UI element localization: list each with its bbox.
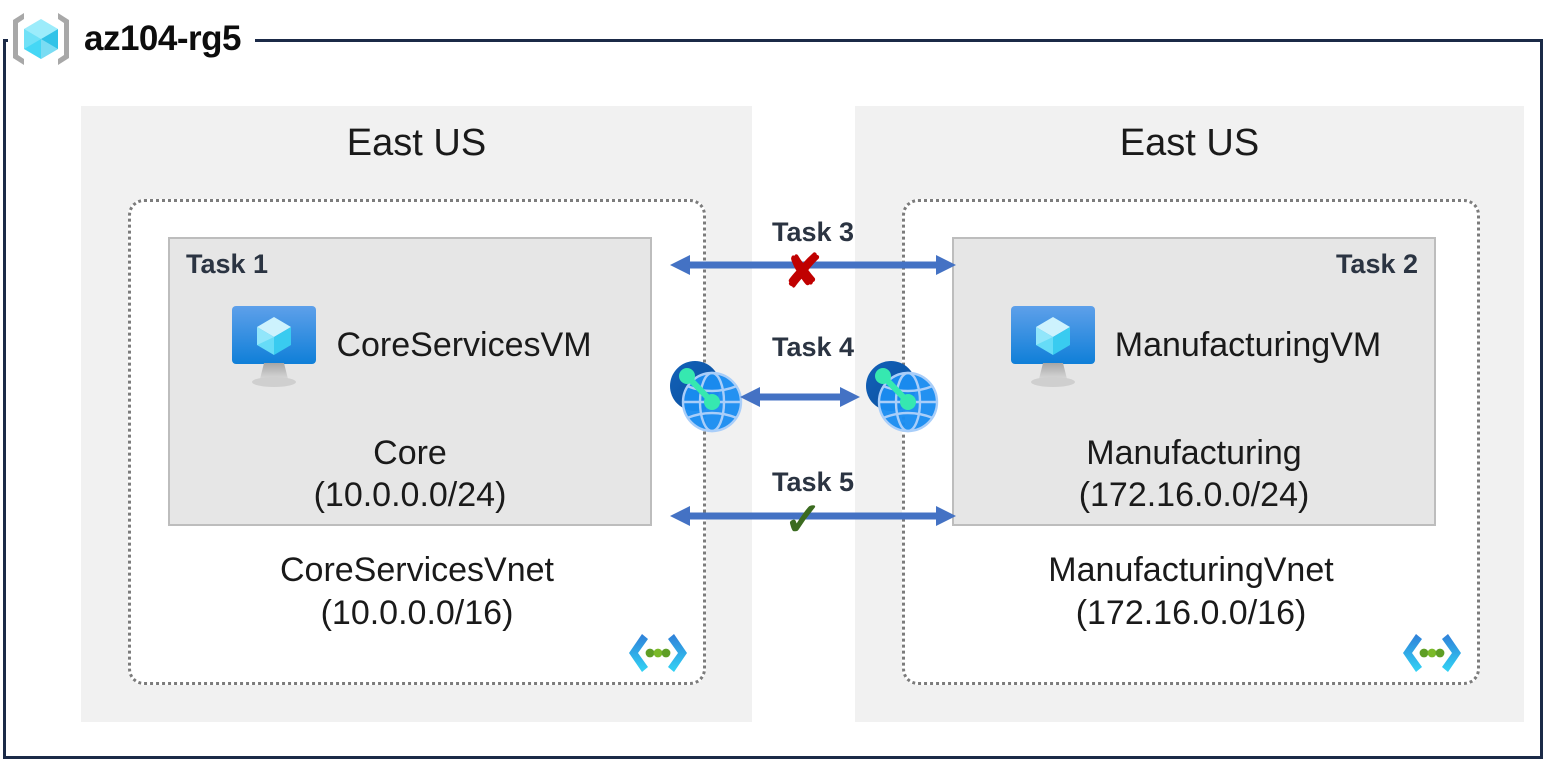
- task-label-3: Task 3: [771, 217, 855, 247]
- task-tag-2: Task 2: [1335, 249, 1418, 279]
- vnet-name-right-text: ManufacturingVnet: [1048, 551, 1334, 589]
- subnet-box-right: Task 2 ManufacturingVM Manufac: [952, 237, 1436, 526]
- vnet-cidr-right-text: (172.16.0.0/16): [1075, 593, 1307, 632]
- blocked-x-icon: ✘: [783, 245, 823, 297]
- virtual-machine-icon-right: [1010, 306, 1095, 387]
- region-label-left: East US: [346, 122, 487, 164]
- subnet-name-left: Core (10.0.0.0/24): [170, 433, 650, 516]
- connector-task-3: [670, 255, 956, 275]
- subnet-cidr-left-text: (10.0.0.0/24): [313, 475, 507, 514]
- vm-name-left: CoreServicesVM: [336, 325, 592, 364]
- resource-group-header: az104-rg5: [8, 0, 255, 78]
- vnet-peering-icon-left: [670, 361, 743, 433]
- vm-name-right: ManufacturingVM: [1114, 325, 1382, 364]
- subnet-box-left: Task 1 CoreServicesVM Core: [168, 237, 652, 526]
- resource-group-cube-icon: [13, 13, 69, 65]
- virtual-network-icon-left: [629, 634, 687, 672]
- resource-group-frame: [3, 39, 1543, 759]
- task-label-5: Task 5: [771, 467, 855, 497]
- virtual-machine-icon-left: [232, 306, 317, 387]
- vm-row-left: CoreServicesVM: [170, 299, 650, 391]
- vnet-cidr-left-text: (10.0.0.0/16): [320, 593, 514, 632]
- vnet-name-left: CoreServicesVnet (10.0.0.0/16): [131, 549, 703, 634]
- region-label-right: East US: [1119, 122, 1260, 164]
- subnet-name-right-text: Manufacturing: [1086, 434, 1302, 473]
- vnet-name-right: ManufacturingVnet (172.16.0.0/16): [905, 549, 1477, 634]
- vm-row-right: ManufacturingVM: [954, 299, 1434, 391]
- vnet-peering-icon-right: [866, 361, 939, 433]
- subnet-name-right: Manufacturing (172.16.0.0/24): [954, 433, 1434, 516]
- connector-task-4: [740, 387, 860, 407]
- subnet-name-left-text: Core: [373, 434, 447, 473]
- task-tag-1: Task 1: [186, 249, 269, 279]
- allowed-check-icon: ✓: [783, 493, 823, 545]
- task-label-4: Task 4: [771, 332, 855, 362]
- connector-task-5: [670, 506, 956, 526]
- virtual-network-icon-right: [1403, 634, 1461, 672]
- resource-group-name: az104-rg5: [84, 19, 241, 58]
- subnet-cidr-right-text: (172.16.0.0/24): [1078, 475, 1310, 514]
- vnet-name-left-text: CoreServicesVnet: [279, 551, 554, 589]
